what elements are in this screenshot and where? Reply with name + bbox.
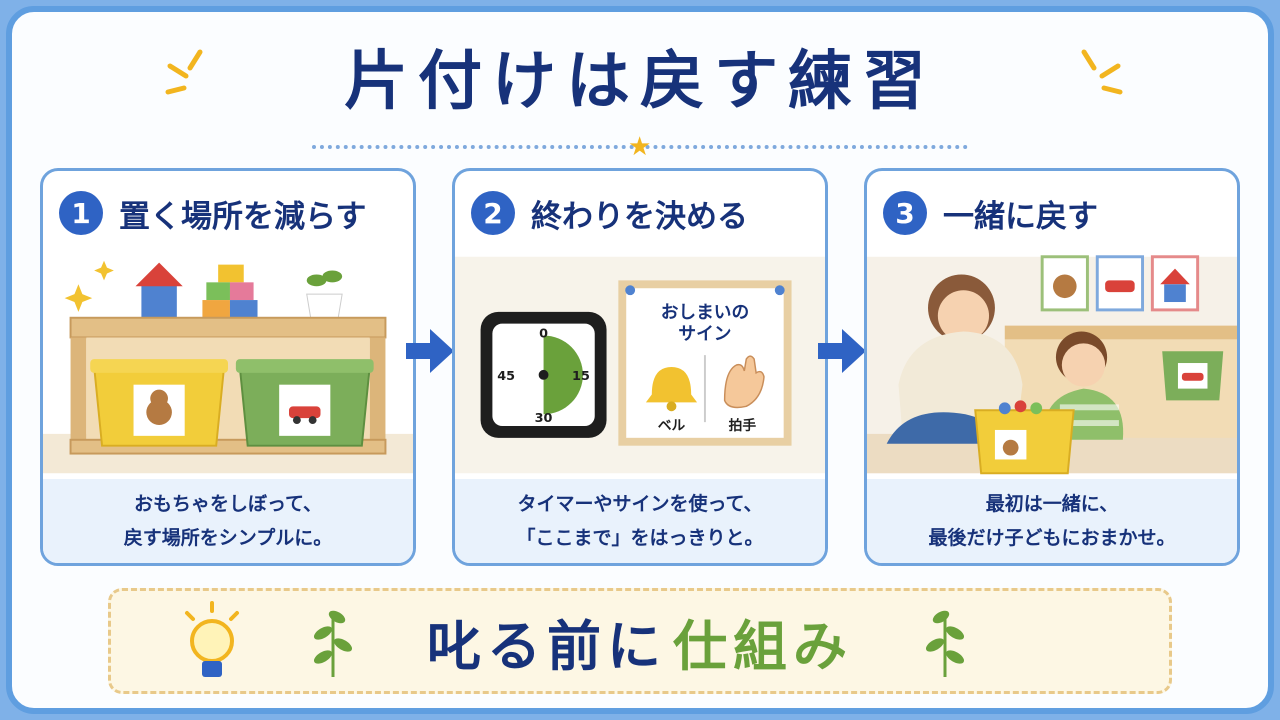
teddy-bear-icon	[146, 399, 172, 426]
leaf-sprig-left-icon	[313, 610, 353, 677]
step-heading-3: 一緒に戻す	[943, 198, 1098, 235]
step-heading-2: 終わりを決める	[531, 198, 748, 235]
caption-line: 「ここまで」をはっきりと。	[516, 527, 764, 549]
sign-title-line2: サイン	[678, 324, 731, 344]
child-figure	[1061, 343, 1106, 387]
clapping-hands-icon	[723, 355, 765, 409]
arrow-right-icon	[406, 329, 454, 373]
step-caption-2: タイマーやサインを使って、 「ここまで」をはっきりと。	[455, 479, 825, 563]
step-card-2: 2 終わりを決める 0 15 30 45 おしまいの サイン ベル 拍手 タイマ…	[452, 168, 828, 566]
shelf	[69, 316, 387, 339]
toy-house-icon	[1160, 268, 1190, 285]
step-caption-1: おもちゃをしぼって、 戻す場所をシンプルに。	[43, 479, 413, 563]
bottom-banner: 叱る前に 仕組み	[108, 588, 1172, 694]
toy-house-icon	[135, 262, 183, 287]
parent-child-tidying-illustration	[867, 255, 1237, 475]
leaf-sprig-right-icon	[925, 610, 965, 677]
step-header-1: 1 置く場所を減らす	[43, 171, 413, 255]
toy-car-icon	[1105, 280, 1135, 293]
step-caption-3: 最初は一緒に、 最後だけ子どもにおまかせ。	[867, 479, 1237, 563]
sign-bell-label: ベル	[658, 418, 686, 434]
plant-icon	[322, 270, 343, 283]
sign-title-line1: おしまいの	[661, 302, 750, 323]
sparkle-icon	[64, 284, 93, 312]
step-number-1: 1	[59, 191, 103, 235]
arrow-right-icon	[818, 329, 866, 373]
timer-label-30: 30	[535, 411, 553, 426]
banner-message: 叱る前に 仕組み	[111, 591, 1169, 691]
banner-part1: 叱る前に	[427, 614, 667, 678]
page-title: 片付けは戻す練習	[344, 45, 936, 119]
lightbulb-icon	[185, 601, 239, 677]
caption-line: タイマーやサインを使って、	[517, 493, 763, 515]
step-card-3: 3 一緒に戻す 最初	[864, 168, 1240, 566]
step-heading-1: 置く場所を減らす	[119, 198, 367, 235]
caption-line: 最後だけ子どもにおまかせ。	[928, 527, 1176, 549]
step-number-3: 3	[883, 191, 927, 235]
timer-label-0: 0	[539, 326, 548, 341]
banner-part2: 仕組み	[673, 614, 853, 678]
timer-label-15: 15	[572, 369, 590, 384]
toy-shelf-illustration	[43, 260, 413, 474]
sparkle-icon	[94, 260, 114, 281]
caption-line: おもちゃをしぼって、	[133, 493, 323, 515]
step-card-1: 1 置く場所を減らす おもちゃ	[40, 168, 416, 566]
caption-line: 最初は一緒に、	[985, 493, 1119, 515]
step-number-2: 2	[471, 191, 515, 235]
caption-line: 戻す場所をシンプルに。	[123, 527, 333, 549]
timer-label-45: 45	[497, 369, 515, 384]
step-header-2: 2 終わりを決める	[455, 171, 825, 255]
title-divider	[312, 145, 968, 153]
step-header-3: 3 一緒に戻す	[867, 171, 1237, 255]
bell-icon	[645, 366, 698, 403]
timer-and-sign-illustration: 0 15 30 45 おしまいの サイン ベル 拍手	[455, 256, 825, 474]
mother-figure	[937, 290, 990, 342]
toy-car-icon	[289, 406, 321, 419]
sparkle-right-icon	[1081, 49, 1123, 95]
sign-clap-label: 拍手	[729, 417, 757, 434]
teddy-bear-icon	[1052, 274, 1077, 299]
star-icon: ★	[628, 132, 652, 162]
sparkle-left-icon	[165, 49, 203, 95]
